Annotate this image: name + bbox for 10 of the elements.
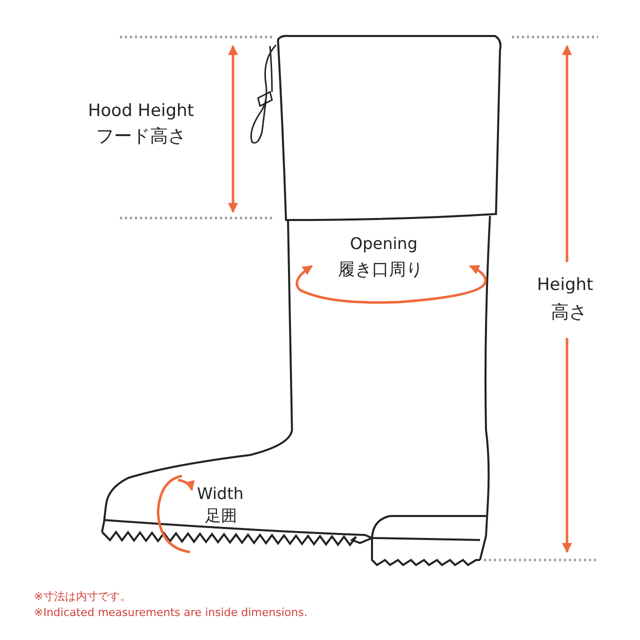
note-text: ※寸法は内寸です。 <box>34 590 132 604</box>
dimension-label: Hood Height <box>88 101 194 122</box>
dimension-label: 足囲 <box>205 506 237 526</box>
dimension-label: 高さ <box>551 302 587 324</box>
dimension-label: フード高さ <box>96 126 186 148</box>
dimension-label: Height <box>537 275 594 296</box>
dimension-label: Width <box>197 484 244 504</box>
note-text: ※Indicated measurements are inside dimensions. <box>34 606 308 620</box>
dimension-label: Opening <box>350 234 418 254</box>
dimension-label: 履き口周り <box>338 260 423 280</box>
